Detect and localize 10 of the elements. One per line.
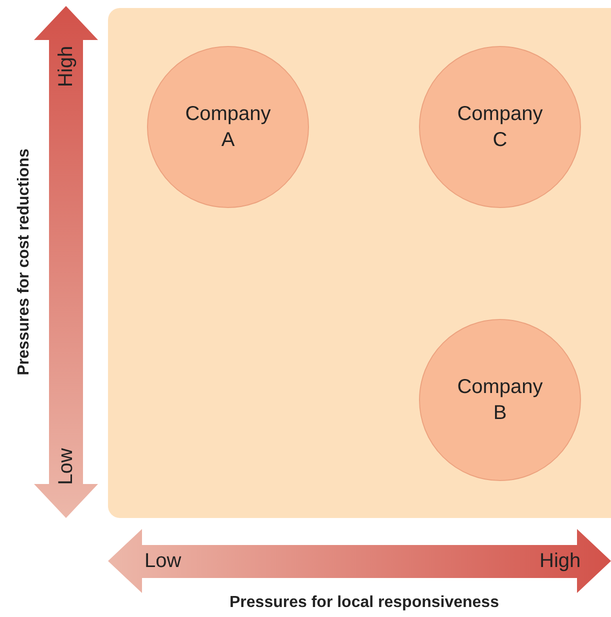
quadrant-panel [108, 8, 611, 518]
axis-label: Low [54, 448, 78, 484]
axis-title: Pressures for local responsiveness [230, 594, 499, 612]
axis-label: High [54, 45, 78, 87]
company-circle: Company A [147, 46, 309, 208]
axis-title: Pressures for cost reductions [14, 148, 33, 376]
company-circle: Company C [419, 46, 581, 208]
axis-label: Low [144, 550, 182, 572]
axis-label: High [540, 550, 581, 572]
company-circle: Company B [419, 319, 581, 481]
